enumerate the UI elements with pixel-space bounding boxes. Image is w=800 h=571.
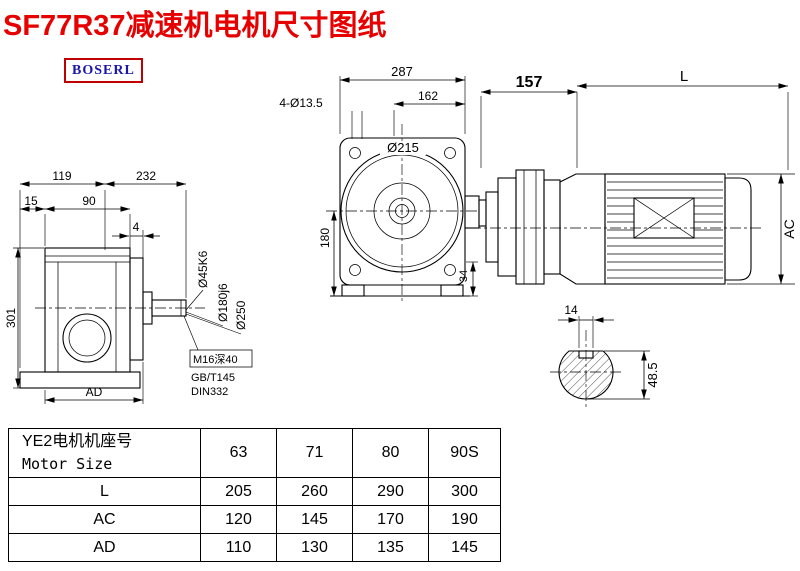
dim-301: 301 bbox=[4, 308, 18, 328]
dim-15: 15 bbox=[24, 194, 38, 208]
table-cell: 135 bbox=[352, 533, 429, 562]
table-cell: 145 bbox=[276, 505, 353, 534]
front-view: 287 162 4-Ø13.5 Ø215 180 34 bbox=[279, 64, 480, 302]
dim-spigot-diameter: Ø180j6 bbox=[216, 283, 230, 322]
adapter-ring-1 bbox=[485, 191, 499, 263]
brand-logo-text: BOSERL bbox=[72, 62, 135, 78]
dim-shaft-height: 48.5 bbox=[645, 362, 660, 387]
dim-34: 34 bbox=[458, 270, 470, 282]
bolt-hole bbox=[444, 264, 456, 276]
table-header-en: Motor Size bbox=[22, 454, 113, 473]
bolt-hole bbox=[444, 147, 456, 159]
note-box bbox=[189, 349, 253, 368]
coupling-neck bbox=[464, 195, 480, 229]
table-row-L: L 205 260 290 300 bbox=[8, 477, 501, 506]
table-cell: 110 bbox=[200, 533, 277, 562]
bolt-hole bbox=[349, 147, 361, 159]
table-cell: 120 bbox=[200, 505, 277, 534]
table-cell: 170 bbox=[352, 505, 429, 534]
dim-L: L bbox=[680, 68, 688, 85]
col-header-71: 71 bbox=[276, 428, 353, 478]
motor-size-table: YE2电机机座号 Motor Size 63 71 80 90S L 205 2… bbox=[8, 428, 501, 562]
dim-4: 4 bbox=[133, 220, 140, 234]
col-header-80: 80 bbox=[352, 428, 429, 478]
front-housing bbox=[339, 137, 466, 286]
row-label-L: L bbox=[8, 477, 201, 506]
dim-90: 90 bbox=[82, 194, 96, 208]
dim-287: 287 bbox=[391, 64, 413, 79]
table-header-cell: YE2电机机座号 Motor Size bbox=[8, 428, 201, 478]
table-header-row: YE2电机机座号 Motor Size 63 71 80 90S bbox=[8, 428, 501, 478]
gearbox-base bbox=[19, 371, 141, 389]
col-header-90S: 90S bbox=[428, 428, 501, 478]
table-cell: 300 bbox=[428, 477, 501, 506]
dim-shaft-diameter: Ø45K6 bbox=[196, 250, 210, 288]
note-tap: M16深40 bbox=[193, 353, 238, 366]
adapter-ring-2 bbox=[497, 177, 517, 277]
page-title: SF77R37减速机电机尺寸图纸 bbox=[3, 10, 387, 42]
fan-cowl bbox=[724, 177, 752, 281]
foot-left bbox=[341, 284, 365, 297]
dim-bore-diameter: Ø215 bbox=[387, 140, 419, 155]
table-cell: 190 bbox=[428, 505, 501, 534]
dim-AC: AC bbox=[781, 219, 797, 238]
dim-232: 232 bbox=[136, 169, 156, 183]
row-label-AC: AC bbox=[8, 505, 201, 534]
gearbox-bore bbox=[62, 313, 112, 363]
left-view: 119 232 15 90 4 301 bbox=[4, 169, 253, 404]
motor-view: 157 L AC bbox=[470, 68, 797, 285]
dim-157: 157 bbox=[516, 74, 543, 91]
note-standard-1: GB/T145 bbox=[191, 372, 235, 384]
table-cell: 260 bbox=[276, 477, 353, 506]
dim-key-width: 14 bbox=[564, 303, 578, 317]
row-label-AD: AD bbox=[8, 533, 201, 562]
foot-right bbox=[440, 284, 464, 297]
note-standard-2: DIN332 bbox=[191, 386, 228, 398]
adapter-ring-4 bbox=[543, 179, 561, 275]
table-cell: 205 bbox=[200, 477, 277, 506]
brand-logo: BOSERL bbox=[64, 58, 143, 83]
dim-162: 162 bbox=[418, 89, 438, 103]
adapter-ring-3 bbox=[515, 169, 545, 285]
dim-flange-diameter: Ø250 bbox=[234, 300, 248, 330]
col-header-63: 63 bbox=[200, 428, 277, 478]
table-cell: 130 bbox=[276, 533, 353, 562]
table-row-AC: AC 120 145 170 190 bbox=[8, 505, 501, 534]
table-cell: 290 bbox=[352, 477, 429, 506]
table-cell: 145 bbox=[428, 533, 501, 562]
motor-flange-bell bbox=[559, 173, 606, 285]
dim-180: 180 bbox=[318, 228, 332, 248]
shaft-section: 14 48.5 bbox=[550, 303, 660, 408]
dim-ad: AD bbox=[86, 385, 103, 399]
dim-bolt-holes: 4-Ø13.5 bbox=[279, 96, 323, 110]
table-header-cn: YE2电机机座号 bbox=[22, 433, 133, 451]
table-row-AD: AD 110 130 135 145 bbox=[8, 533, 501, 562]
bolt-hole bbox=[349, 264, 361, 276]
dim-119: 119 bbox=[52, 169, 71, 183]
output-flange bbox=[129, 257, 144, 361]
